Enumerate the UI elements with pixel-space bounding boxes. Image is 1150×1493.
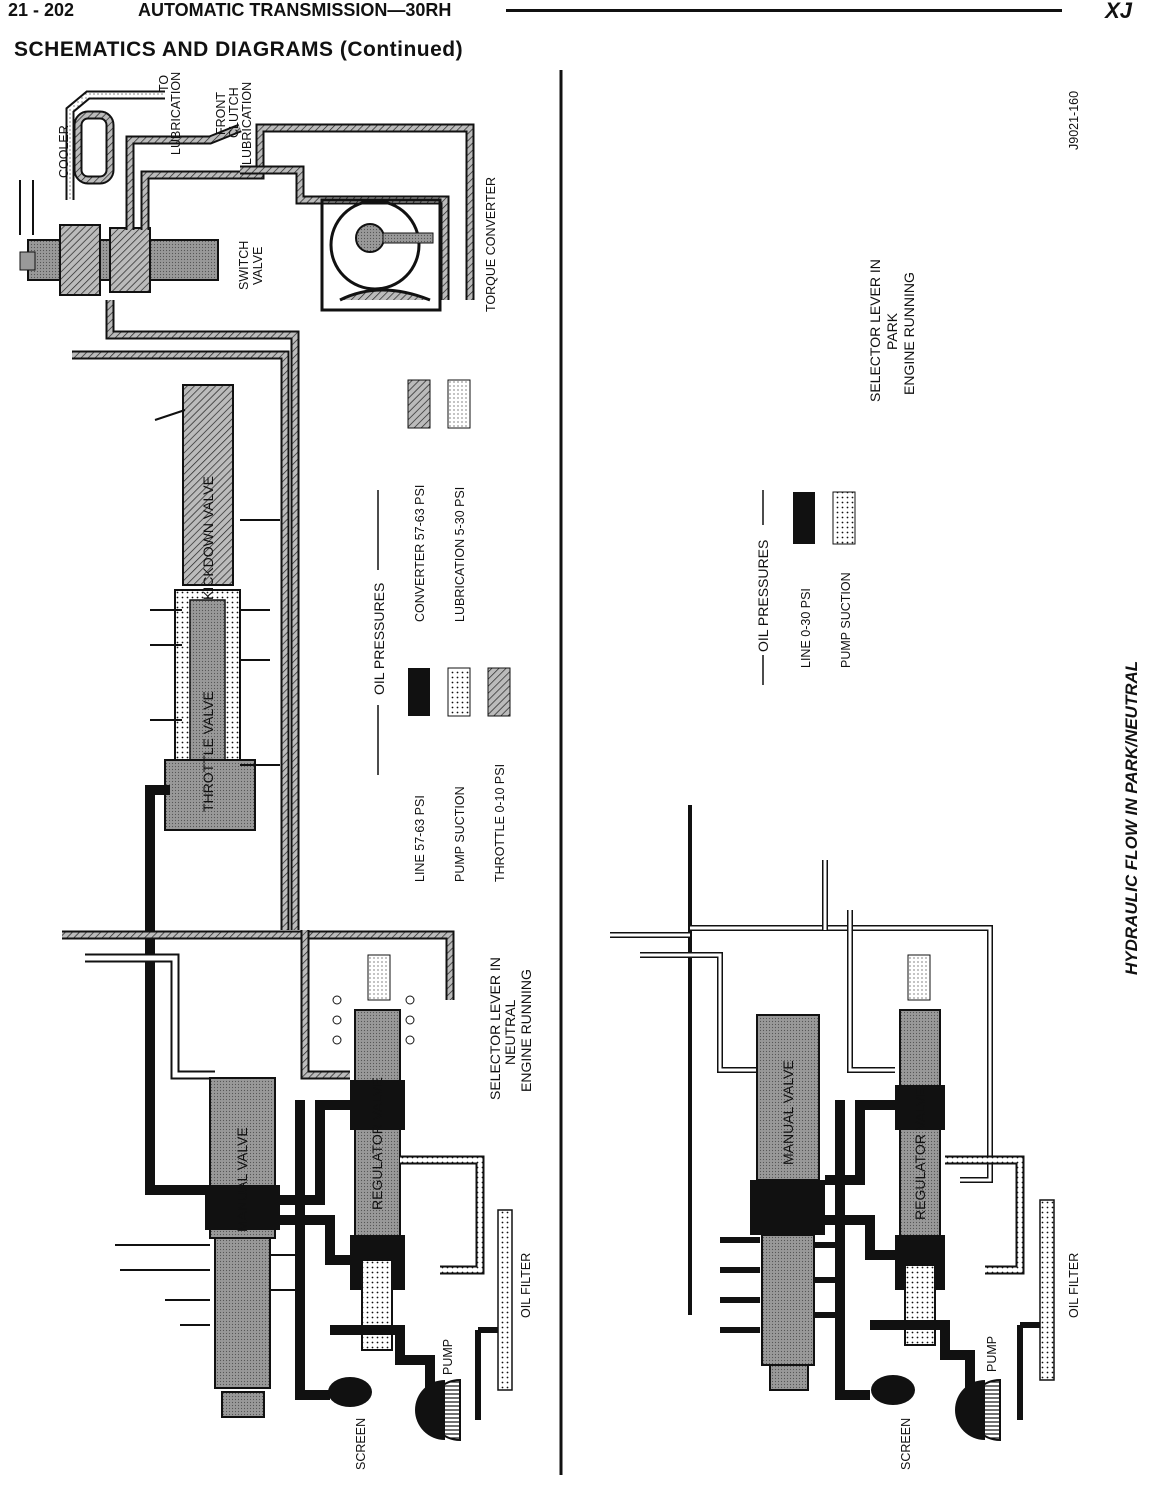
selector-left-line1: SELECTOR LEVER IN [487, 957, 503, 1100]
label-kickdown-valve: KICKDOWN VALVE [200, 476, 216, 600]
screen [328, 1377, 372, 1407]
header-rule [506, 9, 1062, 12]
label-throttle-valve: THROTTLE VALVE [200, 691, 216, 812]
label-clutch: CLUTCH [227, 87, 241, 138]
torque-converter [320, 198, 442, 312]
legend-line-label: LINE 57-63 PSI [413, 795, 427, 882]
legend-lubrication-label: LUBRICATION 5-30 PSI [453, 487, 467, 622]
manual-valve-right [720, 1014, 845, 1391]
right-diagram [610, 490, 1055, 1442]
label-clutch-lubrication: LUBRICATION [240, 82, 254, 165]
switch-valve [19, 224, 219, 296]
figure-id: J9021-160 [1067, 91, 1081, 150]
selector-right-line1: SELECTOR LEVER IN [867, 259, 883, 402]
section-title: SCHEMATICS AND DIAGRAMS (Continued) [14, 38, 464, 61]
legend-swatch-suction [447, 667, 471, 717]
label-to: TO [157, 75, 171, 92]
label-cooler: COOLER [57, 125, 71, 178]
page-number: 21 - 202 [8, 0, 75, 20]
left-diagram [19, 90, 513, 1442]
label-torque-converter: TORQUE CONVERTER [484, 177, 498, 312]
regulator-valve-right [895, 954, 945, 1346]
label-oil-filter-left: OIL FILTER [519, 1253, 533, 1318]
label-regulator-valve: REGULATOR VALVE [369, 1077, 385, 1210]
page-header: 21 - 202 AUTOMATIC TRANSMISSION—30RH XJ [0, 0, 1150, 28]
legend-converter-label: CONVERTER 57-63 PSI [413, 485, 427, 622]
selector-left-line2: NEUTRAL [502, 999, 518, 1065]
oil-filter [497, 1209, 513, 1391]
label-manual-valve: MANUAL VALVE [234, 1127, 250, 1232]
selector-left-line3: ENGINE RUNNING [518, 969, 534, 1092]
label-manual-valve-right: MANUAL VALVE [780, 1060, 796, 1165]
label-switch-valve: VALVE [251, 247, 265, 285]
legend-swatch-throttle [487, 667, 511, 717]
label-to-lubrication: LUBRICATION [169, 72, 183, 155]
legend-swatch-lubrication [447, 379, 471, 429]
legend-swatch-suction-right [832, 491, 856, 545]
legend-suction-label: PUMP SUCTION [453, 786, 467, 882]
manual-valve [115, 1077, 300, 1418]
legend-line-right-label: LINE 0-30 PSI [799, 588, 813, 668]
legend-suction-right-label: PUMP SUCTION [839, 572, 853, 668]
legend-throttle-label: THROTTLE 0-10 PSI [493, 764, 507, 882]
label-screen-left: SCREEN [354, 1418, 368, 1470]
label-switch: SWITCH [237, 241, 251, 290]
legend-heading-left: OIL PRESSURES [371, 583, 387, 695]
cooler [73, 110, 115, 185]
legend-swatch-converter [407, 379, 431, 429]
label-regulator-valve-right: REGULATOR VALVE [912, 1087, 928, 1220]
selector-right-line3: ENGINE RUNNING [901, 272, 917, 395]
legend-swatch-line [408, 668, 430, 716]
label-pump-right: PUMP [985, 1336, 999, 1372]
label-screen-right: SCREEN [899, 1418, 913, 1470]
legend-heading-right: OIL PRESSURES [755, 540, 771, 652]
kickdown-throttle-valve-body [150, 384, 280, 831]
selector-right-line2: PARK [884, 312, 900, 350]
screen-right [871, 1375, 915, 1405]
figure-caption: HYDRAULIC FLOW IN PARK/NEUTRAL [1122, 661, 1141, 975]
label-front: FRONT [214, 92, 228, 135]
regulator-valve [332, 954, 415, 1351]
label-oil-filter-right: OIL FILTER [1067, 1253, 1081, 1318]
label-pump-left: PUMP [441, 1339, 455, 1375]
legend-swatch-line-right [793, 492, 815, 544]
oil-filter-right [1039, 1199, 1055, 1381]
header-title: AUTOMATIC TRANSMISSION—30RH [138, 0, 452, 20]
model-code: XJ [1105, 0, 1132, 23]
